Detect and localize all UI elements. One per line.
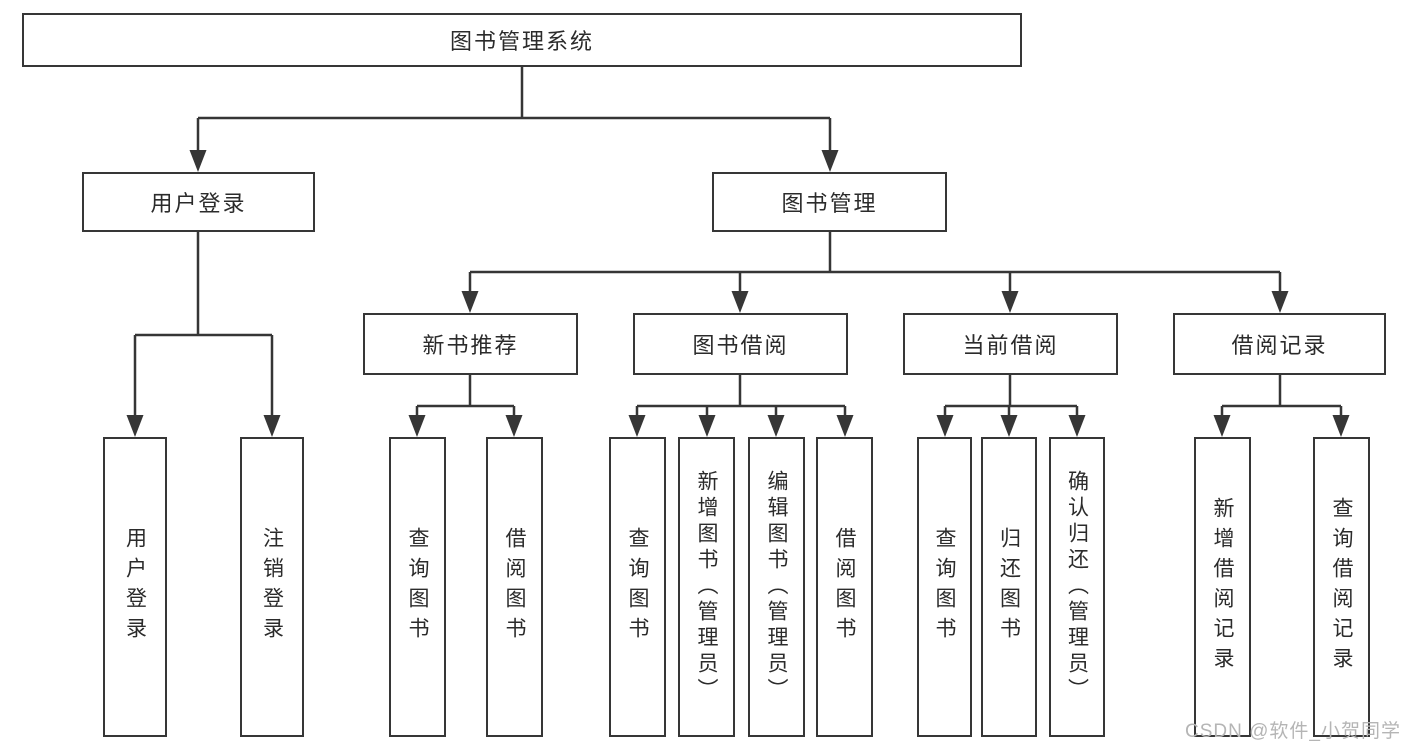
node-label: 图书管理	[781, 191, 878, 216]
node-book-management: 图书管理	[712, 172, 947, 232]
leaf-label: 查询图书	[626, 527, 649, 647]
node-label: 新书推荐	[422, 333, 519, 358]
node-label: 图书管理系统	[449, 29, 594, 54]
leaf-add-books-admin: 新增图书（管理员）	[678, 437, 735, 737]
node-label: 借阅记录	[1231, 333, 1328, 358]
leaf-query-borrow-record: 查询借阅记录	[1313, 437, 1370, 737]
leaf-query-books-recommend: 查询图书	[389, 437, 446, 737]
leaf-logout: 注销登录	[240, 437, 304, 737]
leaf-label: 查询图书	[406, 527, 429, 647]
leaf-query-books-borrowing: 查询图书	[609, 437, 666, 737]
leaf-label: 编辑图书（管理员）	[765, 470, 788, 704]
leaf-label: 用户登录	[123, 527, 147, 647]
node-user-login: 用户登录	[82, 172, 315, 232]
leaf-label: 新增图书（管理员）	[695, 470, 718, 704]
leaf-label: 注销登录	[260, 527, 284, 647]
leaf-label: 归还图书	[997, 527, 1021, 647]
leaf-label: 借阅图书	[833, 527, 856, 647]
watermark: CSDN @软件_小贺同学	[1185, 721, 1401, 742]
leaf-add-borrow-record: 新增借阅记录	[1194, 437, 1251, 737]
leaf-query-books-current: 查询图书	[917, 437, 972, 737]
node-book-borrowing: 图书借阅	[633, 313, 848, 375]
leaf-return-books: 归还图书	[981, 437, 1037, 737]
node-label: 图书借阅	[692, 333, 789, 358]
node-library-management-system: 图书管理系统	[22, 13, 1022, 67]
node-label: 用户登录	[150, 191, 247, 216]
node-label: 当前借阅	[962, 333, 1059, 358]
leaf-edit-books-admin: 编辑图书（管理员）	[748, 437, 805, 737]
node-borrowing-records: 借阅记录	[1173, 313, 1386, 375]
leaf-borrow-books-borrowing: 借阅图书	[816, 437, 873, 737]
leaf-label: 借阅图书	[503, 527, 526, 647]
leaf-label: 确认归还（管理员）	[1065, 470, 1089, 704]
leaf-label: 新增借阅记录	[1211, 497, 1234, 677]
leaf-label: 查询图书	[933, 527, 956, 647]
node-current-borrowing: 当前借阅	[903, 313, 1118, 375]
leaf-confirm-return-admin: 确认归还（管理员）	[1049, 437, 1105, 737]
leaf-label: 查询借阅记录	[1330, 497, 1353, 677]
node-new-book-recommend: 新书推荐	[363, 313, 578, 375]
leaf-user-login: 用户登录	[103, 437, 167, 737]
leaf-borrow-books-recommend: 借阅图书	[486, 437, 543, 737]
